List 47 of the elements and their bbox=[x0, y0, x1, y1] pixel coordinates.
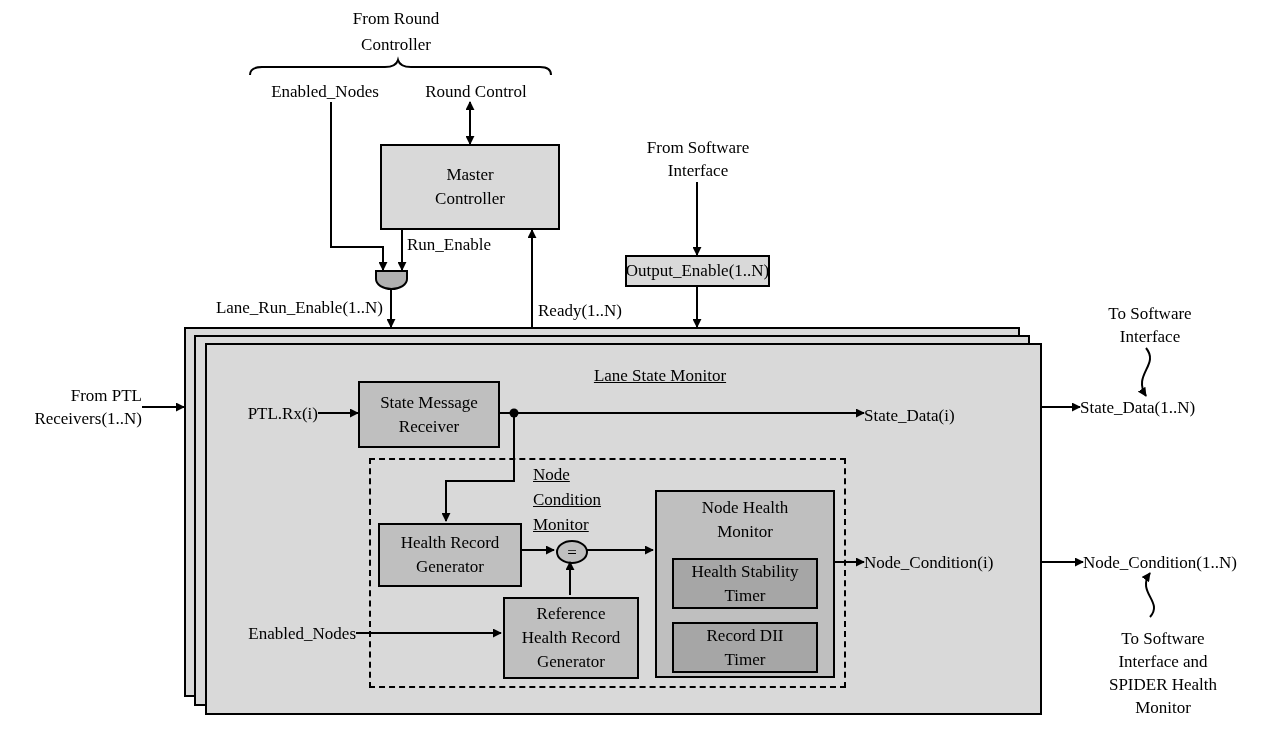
arrow bbox=[519, 545, 555, 555]
signal-label: From Software Interface bbox=[628, 136, 768, 182]
arrow bbox=[141, 402, 185, 412]
module-title: Lane State Monitor bbox=[592, 365, 728, 387]
arrow bbox=[565, 561, 575, 596]
arrow bbox=[317, 408, 359, 418]
arrow bbox=[585, 545, 654, 555]
source-heading: From Round Controller bbox=[351, 8, 441, 56]
edge-label: Lane_Run_Enable(1..N) bbox=[215, 297, 383, 319]
wavy-arrow bbox=[1142, 572, 1155, 618]
process-box: State Message Receiver bbox=[358, 381, 500, 448]
arrow bbox=[465, 101, 475, 145]
arrow bbox=[330, 101, 388, 271]
signal-label: Round Control bbox=[410, 80, 542, 102]
signal-label: Enabled_Nodes bbox=[210, 622, 356, 644]
process-box: Health Record Generator bbox=[378, 523, 522, 587]
signal-label: From PTL Receivers(1..N) bbox=[12, 384, 142, 430]
process-box: Master Controller bbox=[380, 144, 560, 230]
arrow bbox=[692, 181, 702, 256]
wavy-arrow bbox=[1138, 347, 1151, 397]
process-box: Record DII Timer bbox=[672, 622, 818, 673]
process-box: Output_Enable(1..N) bbox=[625, 255, 770, 287]
group-title: Node Condition Monitor bbox=[533, 464, 602, 536]
signal-label: Node_Condition(1..N) bbox=[1083, 551, 1281, 573]
dashed-group-box bbox=[369, 458, 846, 688]
signal-label: Node_Condition(i) bbox=[864, 551, 1014, 573]
signal-label: State_Data(i) bbox=[864, 404, 994, 426]
box-heading: Node Health Monitor bbox=[700, 497, 790, 543]
process-box: Reference Health Record Generator bbox=[503, 597, 639, 679]
edge-label: Run_Enable bbox=[407, 234, 492, 256]
process-box: Health Stability Timer bbox=[672, 558, 818, 609]
logic-gate-symbol bbox=[375, 270, 408, 290]
signal-label: To Software Interface and SPIDER Health Monitor bbox=[1083, 617, 1243, 729]
arrow bbox=[527, 229, 537, 328]
signal-label: PTL.Rx(i) bbox=[222, 402, 318, 424]
arrow bbox=[692, 286, 702, 328]
process-box bbox=[655, 490, 835, 678]
edge-label: Ready(1..N) bbox=[538, 300, 623, 322]
signal-label: Enabled_Nodes bbox=[255, 80, 395, 102]
arrow bbox=[386, 289, 396, 328]
arrow bbox=[397, 229, 407, 271]
signal-label: To Software Interface bbox=[1090, 302, 1210, 348]
arrow bbox=[832, 557, 865, 567]
signal-label: State_Data(1..N) bbox=[1080, 396, 1240, 418]
arrow bbox=[1041, 402, 1081, 412]
arrow bbox=[1041, 557, 1084, 567]
arrow bbox=[355, 628, 502, 638]
